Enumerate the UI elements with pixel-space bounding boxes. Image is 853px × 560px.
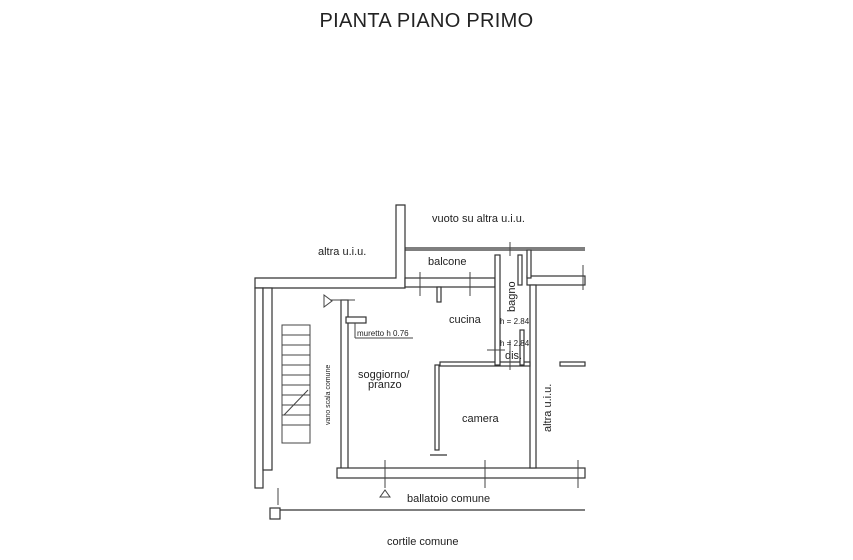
entrance-triangle-top: [323, 294, 333, 308]
wall-balcony-right: [526, 249, 532, 279]
wall-corridor: [340, 299, 349, 471]
wall-bagno-left: [494, 254, 501, 366]
pillar: [269, 507, 281, 520]
label-pranzo: pranzo: [368, 379, 402, 391]
window-markers: [277, 242, 584, 505]
wall-bottom: [336, 467, 586, 479]
label-balcone: balcone: [428, 256, 467, 268]
partition-soggiorno-camera: [434, 364, 440, 451]
label-bagno: bagno: [506, 281, 518, 312]
wall-dis-right: [519, 329, 525, 366]
label-cortile: cortile comune: [387, 536, 459, 548]
label-soggiorno: soggiorno/: [358, 369, 410, 381]
entrance-triangle-bottom: [379, 489, 391, 498]
wall-top-right: [526, 275, 586, 286]
window-right: [559, 361, 586, 367]
wall-bagno-right: [517, 254, 523, 286]
wall-right-uiu: [529, 284, 537, 469]
label-dis: dis.: [505, 350, 522, 362]
label-camera: camera: [462, 413, 500, 425]
label-muretto: muretto h 0.76: [357, 329, 409, 338]
label-h-bagno: h = 2.84: [500, 317, 530, 326]
staircase: [281, 324, 311, 444]
muretto: [345, 316, 367, 324]
wall-stair-right: [262, 287, 273, 471]
partition-cucina-camera: [439, 361, 531, 367]
wall-top: [404, 277, 496, 288]
label-vuoto: vuoto su altra u.i.u.: [432, 213, 525, 225]
label-h-dis: h = 2.84: [500, 339, 530, 348]
label-altra-uiu-right: altra u.i.u.: [542, 384, 554, 432]
wall-stair-left: [254, 287, 264, 489]
partition-cucina: [436, 286, 442, 303]
label-ballatoio: ballatoio comune: [407, 493, 490, 505]
label-cucina: cucina: [449, 314, 482, 326]
label-altra-uiu-left: altra u.i.u.: [318, 246, 366, 258]
label-vano-scala: vano scala comune: [325, 365, 332, 425]
plan-title: PIANTA PIANO PRIMO: [319, 10, 534, 32]
